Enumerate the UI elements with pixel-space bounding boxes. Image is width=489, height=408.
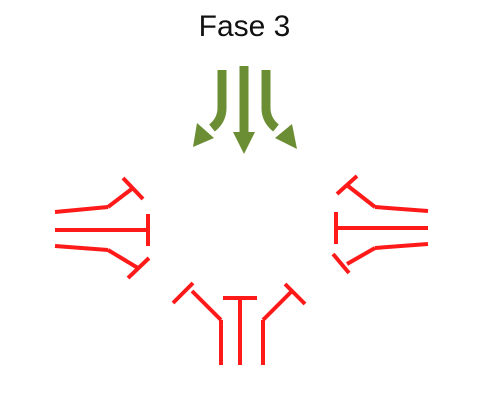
right-turn-arrowhead-icon xyxy=(275,124,297,149)
west-stop-bar-3 xyxy=(126,256,151,280)
east-stop-bar-1 xyxy=(335,174,359,196)
west-stop-bar-1 xyxy=(121,176,145,201)
east-lane-top xyxy=(374,205,429,213)
west-lane-right xyxy=(54,244,109,252)
right-turn-arrow-icon xyxy=(261,70,279,132)
west-lane-left-turn xyxy=(106,186,135,209)
east-signal-group xyxy=(331,174,429,275)
left-turn-arrowhead-icon xyxy=(193,123,214,147)
phase-title: Fase 3 xyxy=(198,10,291,43)
east-lane-bottom-turn xyxy=(346,246,376,266)
south-signal-group xyxy=(171,281,307,365)
south-lane-left-turn xyxy=(190,289,223,322)
east-lane-top-turn xyxy=(346,184,377,209)
green-curved-arrows-icon xyxy=(193,66,297,154)
east-stop-bar-3 xyxy=(331,252,351,275)
left-turn-arrow-icon xyxy=(209,70,227,132)
south-stop-bar-3 xyxy=(283,282,307,306)
west-lane-right-turn xyxy=(106,248,140,270)
east-lane-bottom xyxy=(374,242,429,250)
west-signal-group xyxy=(54,176,151,280)
west-lane-left xyxy=(54,205,109,214)
straight-arrowhead-icon xyxy=(233,132,255,154)
south-lane-right-turn xyxy=(261,290,293,322)
south-stop-bar-1 xyxy=(171,281,195,305)
